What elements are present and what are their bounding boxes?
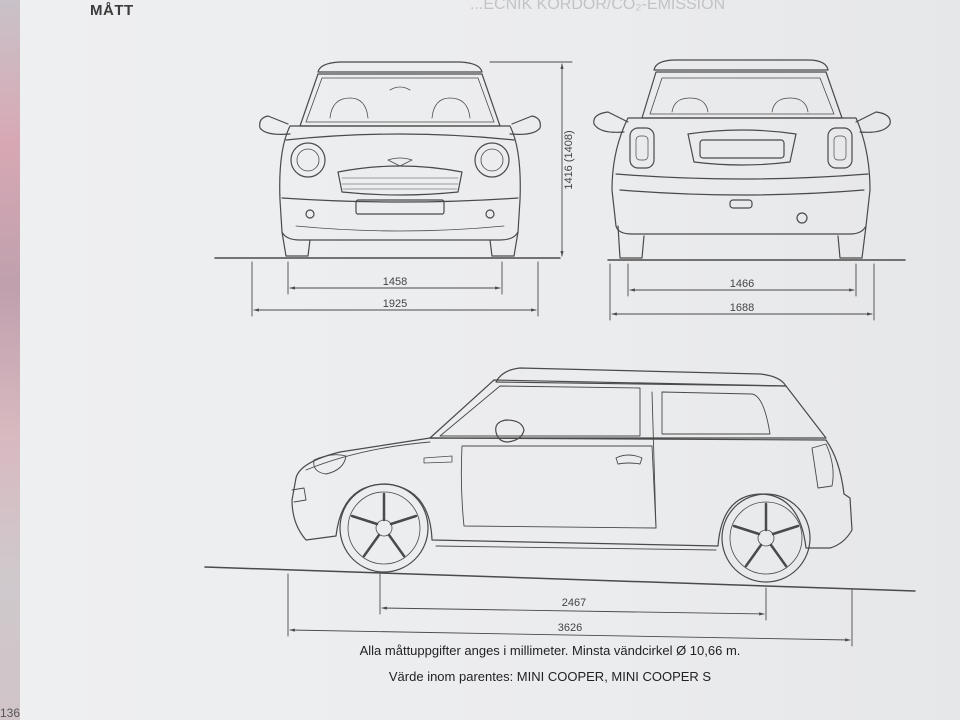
side-ground-line: [204, 566, 916, 592]
length-label: 3626: [558, 622, 582, 634]
rear-view-car: [593, 59, 906, 261]
front-view-car: [214, 61, 561, 259]
caption-units: Alla måttuppgifter anges i millimeter. M…: [359, 643, 741, 658]
background-heading: ...ECNIK KORDOR/CO₂-EMISSION: [470, 0, 726, 13]
caption-models: Värde inom parentes: MINI COOPER, MINI C…: [388, 669, 712, 684]
rear-dimension-lines: [609, 263, 875, 321]
rear-width-label: 1688: [730, 302, 754, 314]
page-number: 136: [0, 706, 21, 720]
section-title: MÅTT: [90, 2, 134, 19]
front-dimension-lines: [251, 61, 573, 317]
book-binding: [0, 0, 22, 720]
side-dimension-lines: [287, 573, 853, 647]
rear-track-label: 1466: [730, 278, 754, 290]
front-track-label: 1458: [383, 276, 407, 288]
height-label: 1416 (1408): [563, 130, 575, 189]
manual-page: [20, 0, 960, 720]
front-width-label: 1925: [383, 298, 407, 310]
side-view-car: [204, 367, 916, 592]
wheelbase-label: 2467: [562, 597, 586, 609]
